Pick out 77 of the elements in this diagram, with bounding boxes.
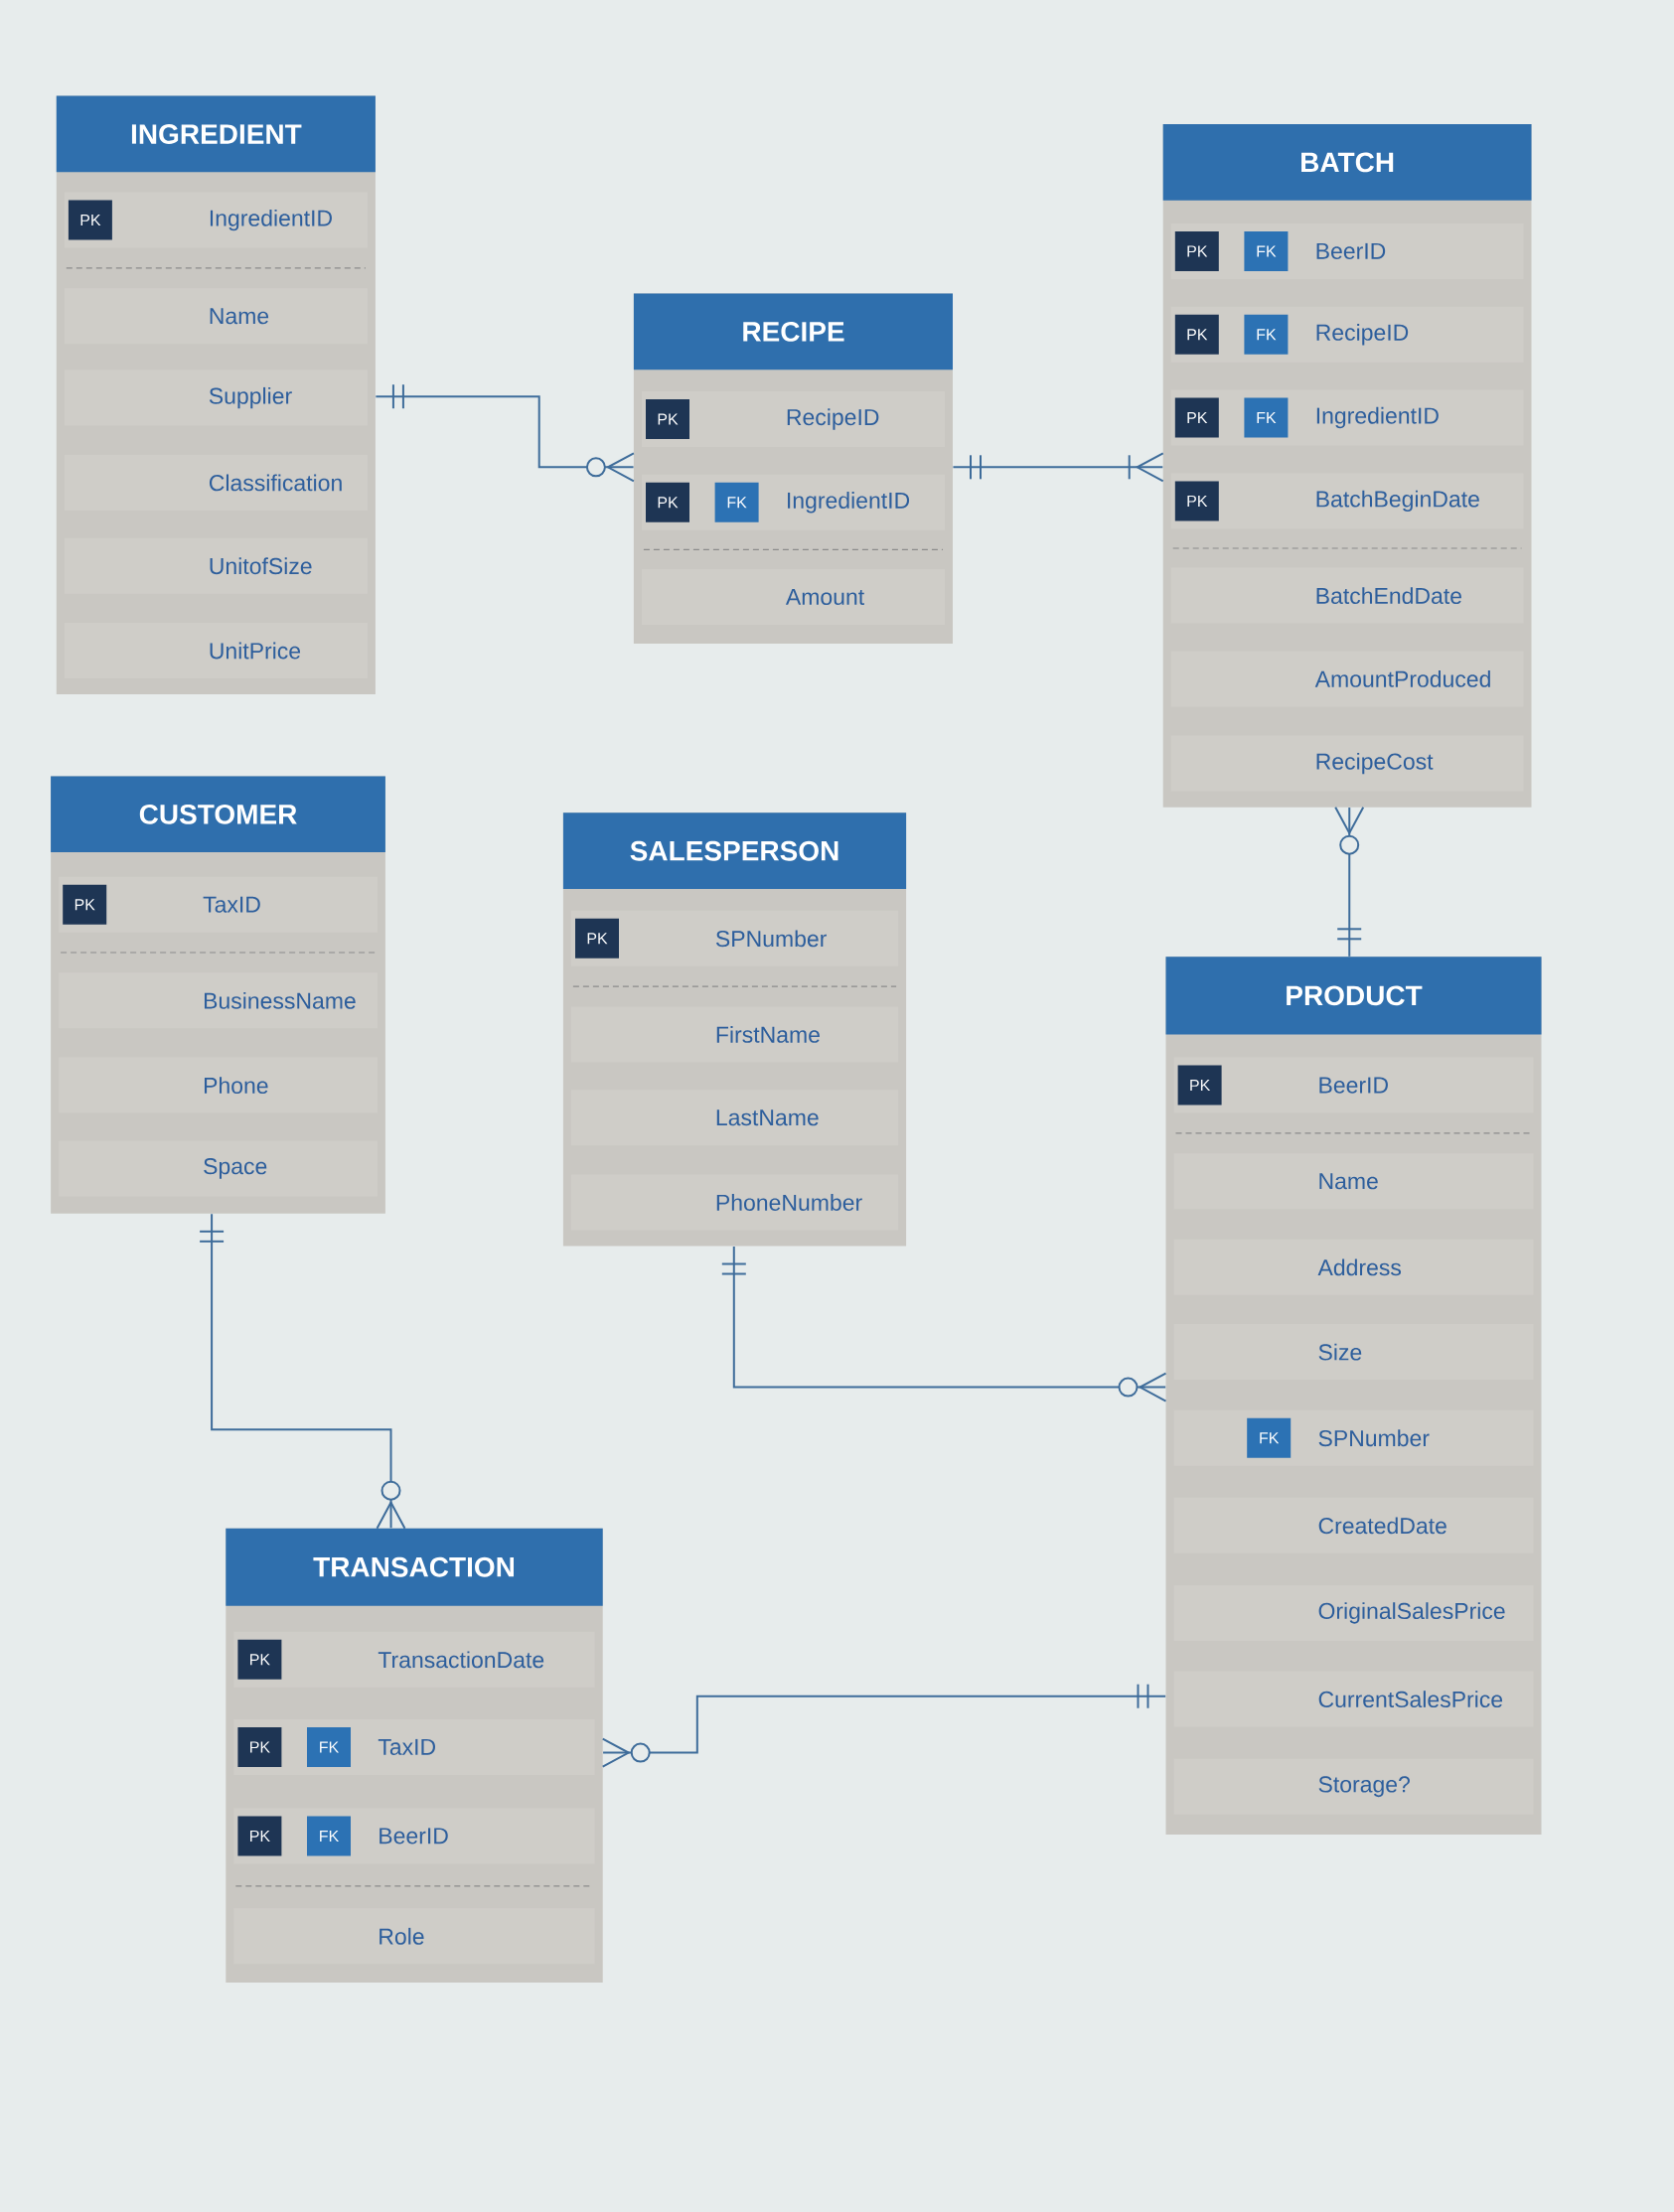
key-badge: PK [237, 1639, 282, 1680]
relationship-line [601, 1683, 1167, 1768]
attribute-name: TaxID [203, 896, 260, 913]
key-badge: FK [307, 1726, 351, 1767]
attribute-name: IngredientID [1316, 406, 1439, 429]
table-row [233, 1808, 595, 1864]
key-badge: PK [1177, 1065, 1222, 1106]
attribute-name: IngredientID [210, 209, 332, 231]
key-badge: FK [307, 1816, 351, 1856]
key-badge: PK [575, 918, 619, 959]
key-badge: PK [237, 1816, 282, 1856]
table-row [233, 1631, 595, 1688]
attribute-name: PhoneNumber [716, 1194, 862, 1211]
attribute-name: CurrentSalesPrice [1318, 1691, 1503, 1708]
key-badge: PK [1174, 481, 1219, 521]
attribute-name: BeerID [1319, 1077, 1388, 1094]
attribute-name: SPNumber [715, 930, 827, 948]
attribute-name: Address [1317, 1258, 1402, 1276]
attribute-name: SPNumber [1318, 1429, 1430, 1447]
attribute-name: Space [204, 1158, 267, 1179]
key-badge: PK [237, 1726, 282, 1767]
attribute-name: IngredientID [788, 492, 910, 514]
relationship-line [1334, 806, 1365, 958]
attribute-name: OriginalSalesPrice [1318, 1602, 1505, 1624]
attribute-name: RecipeID [1316, 324, 1409, 346]
attribute-name: BusinessName [205, 991, 356, 1009]
table-row [1170, 473, 1524, 529]
relationship-line [375, 383, 635, 483]
attribute-name: AmountProduced [1314, 670, 1490, 687]
key-badge: PK [646, 482, 689, 522]
attribute-name: RecipeID [787, 408, 879, 430]
attribute-name: Role [380, 1927, 424, 1945]
table-row [59, 876, 378, 933]
attribute-name: Amount [785, 589, 864, 606]
table-row [233, 1718, 595, 1775]
attribute-name: BatchEndDate [1316, 587, 1461, 605]
key-badge: PK [1174, 314, 1219, 355]
key-badge: PK [68, 200, 112, 240]
key-badge: PK [63, 884, 107, 925]
attribute-name: Name [1319, 1173, 1378, 1190]
key-badge: FK [1244, 314, 1289, 355]
attribute-name: LastName [716, 1109, 819, 1126]
attribute-name: Classification [209, 474, 342, 492]
key-badge: FK [714, 482, 759, 522]
key-badge: FK [1247, 1417, 1292, 1458]
attribute-name: BeerID [380, 1828, 448, 1844]
attribute-name: FirstName [716, 1026, 820, 1043]
table-row [641, 391, 946, 447]
relationship-line [952, 452, 1164, 483]
attribute-name: BeerID [1316, 242, 1386, 259]
table-row [1173, 1409, 1534, 1466]
relationship-line [720, 1245, 1167, 1402]
attribute-name: TaxID [378, 1738, 435, 1755]
attribute-name: Name [210, 308, 269, 325]
attribute-name: TransactionDate [378, 1651, 544, 1669]
attribute-name: Size [1318, 1343, 1362, 1361]
key-badge: PK [646, 399, 689, 439]
table-row [570, 910, 899, 966]
table-row [1173, 1057, 1534, 1113]
attribute-name: UnitPrice [210, 642, 301, 660]
table-row [1170, 222, 1524, 279]
attribute-name: RecipeCost [1316, 752, 1434, 775]
attribute-name: UnitofSize [210, 557, 312, 575]
key-badge: FK [1244, 397, 1289, 438]
attribute-name: Phone [205, 1077, 268, 1095]
relationship-line [199, 1213, 406, 1530]
attribute-name: Supplier [209, 386, 292, 409]
table-row [1170, 306, 1524, 363]
table-row [1170, 389, 1524, 446]
attribute-name: CreatedDate [1318, 1517, 1446, 1535]
table-row [64, 192, 368, 248]
attribute-name: BatchBeginDate [1316, 490, 1479, 513]
key-badge: PK [1174, 397, 1219, 438]
table-row [641, 474, 946, 530]
key-badge: PK [1174, 230, 1219, 271]
attribute-name: Storage? [1318, 1776, 1410, 1798]
key-badge: FK [1244, 230, 1289, 271]
